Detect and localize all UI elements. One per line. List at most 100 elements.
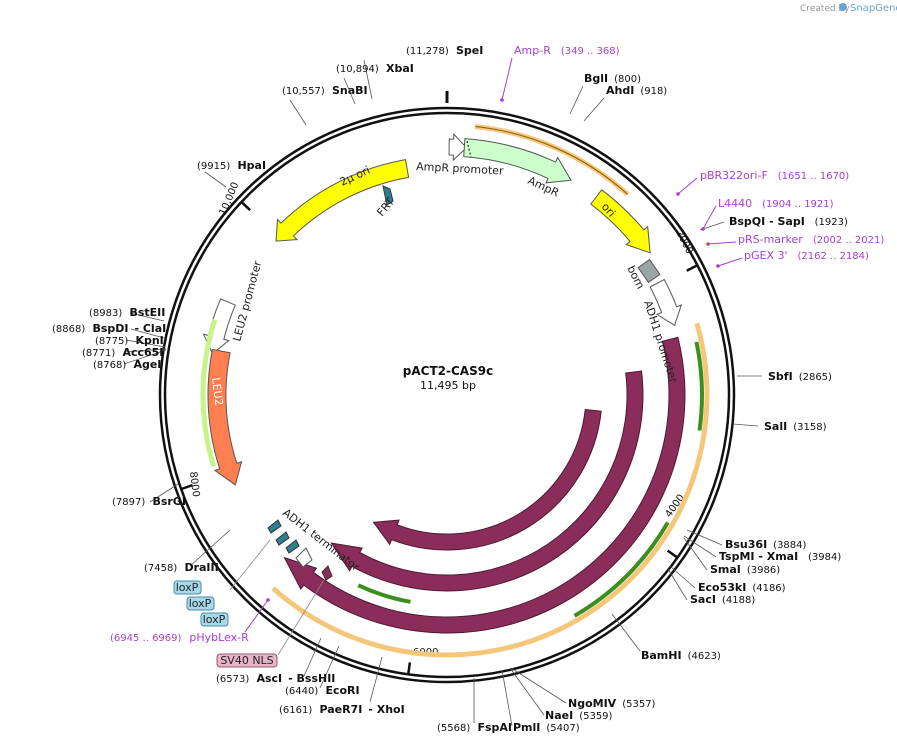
site-leader-tspmi [683,535,717,558]
adh1-promoter-arrow[interactable] [649,278,683,327]
site-label-bspqi[interactable]: BspQI - SapI (1923) [729,215,848,228]
sv40-nls-box[interactable]: SV40 NLS [216,653,278,668]
site-leader-eco53ki [669,565,696,589]
site-label-acc65i[interactable]: (8771) Acc65I [82,346,163,359]
site-label-bsu36i[interactable]: Bsu36I(3884) [725,538,807,551]
site-label-xbai[interactable]: (10,894) XbaI [336,62,414,75]
ampr-promoter-arrow[interactable] [448,132,468,162]
site-leader-sali [732,423,759,427]
backbone-inner [163,111,731,679]
site-label-sbfi[interactable]: SbfI(2865) [768,370,832,383]
sv40-leader [277,579,325,656]
ampr-arrow[interactable] [463,138,572,184]
site-label-snabi[interactable]: (10,557) SnaBI [282,84,368,97]
loxp-box-2[interactable]: loxP [186,596,215,611]
sv40-nls-marker[interactable] [321,565,333,581]
primer-marker-pbr322 [676,192,680,196]
site-leader-draiii [189,529,231,567]
ori-arrow[interactable] [590,189,651,254]
site-leader-pmli [501,669,513,727]
credit-prefix: Created by [800,4,850,14]
cas9-arrow-inner[interactable] [372,408,602,551]
tick-mark [686,264,698,272]
site-label-agei[interactable]: (8768) AgeI [93,358,161,371]
site-label-pmli[interactable]: PmlI(5407) [513,721,580,734]
primer-label-phyblex[interactable]: (6945 .. 6969)pHybLex-R [110,631,249,644]
site-label-bspdi[interactable]: (8868) BspDI- ClaI [52,322,166,335]
site-leader-naei [509,667,545,716]
site-label-tspmi[interactable]: TspMI - XmaI (3984) [719,550,841,563]
site-leaders [123,59,762,727]
primer-leader-l4440 [702,205,717,230]
loxp-label-2: loxP [189,597,212,610]
cas9-arrow-outer[interactable] [283,336,686,634]
site-label-bgli[interactable]: BglI(800) [584,72,641,85]
snapgene-logo-icon [839,3,847,11]
site-label-hpai[interactable]: (9915) HpaI [197,159,266,172]
primer-label-l4440[interactable]: L4440(1904 .. 1921) [718,197,834,210]
plasmid-length: 11,495 bp [420,379,476,392]
site-leader-bgli [569,85,584,115]
site-label-kpni[interactable]: (8775) KpnI [95,334,164,347]
bom-box[interactable] [637,258,661,284]
tick-mark [240,201,252,212]
site-label-smai[interactable]: SmaI(3986) [710,563,780,576]
loxp-marker-3[interactable] [285,539,300,554]
site-label-saci[interactable]: SacI(4188) [690,593,755,606]
plasmid-name: pACT2-CAS9c [403,364,493,378]
site-label-asci[interactable]: (6573) AscI- BssHII [216,672,335,685]
ampr-promoter-label: AmpR promoter [416,160,504,178]
site-label-bsteii[interactable]: (8983) BstEII [89,306,165,319]
tick-mark [407,662,412,675]
tick-mark [180,483,193,491]
primer-label-prs[interactable]: pRS-marker(2002 .. 2021) [738,233,884,246]
site-label-ngomiv[interactable]: NgoMIV(5357) [568,697,656,710]
site-label-spei[interactable]: (11,278) SpeI [406,44,483,57]
frt-marker[interactable] [382,185,394,206]
site-leader-acc65i [123,348,167,353]
site-leader-ecori [319,645,340,689]
green-orf-3 [357,583,411,604]
site-leader-spei [363,59,373,100]
site-label-bamhi[interactable]: BamHI(4623) [641,649,721,662]
primer-label-pgex[interactable]: pGEX 3'(2162 .. 2184) [744,249,869,262]
backbone-outer [158,106,736,684]
site-leader-agei [123,349,167,365]
site-label-fspai[interactable]: (5568) FspAI [437,721,512,734]
site-leader-ahdi [583,97,605,122]
sv40-nls-label: SV40 NLS [220,654,273,667]
site-leader-bsu36i [686,529,723,546]
loxp-marker-1[interactable] [267,519,282,534]
primer-marker-phyblex [266,598,270,602]
leu2-promoter-label: LEU2 promoter [230,259,264,343]
site-label-draiii[interactable]: (7458) DraIII [144,561,219,574]
cas9-arrow-middle[interactable] [330,370,644,592]
loxp-marker-2[interactable] [275,531,290,546]
adh1-terminator-arrow[interactable] [295,547,313,568]
site-label-ecori[interactable]: (6440) EcoRI [285,684,360,697]
site-label-bsrgi[interactable]: (7897) BsrGI [112,495,186,508]
primer-label-pbr322[interactable]: pBR322ori-F(1651 .. 1670) [700,169,849,182]
site-label-naei[interactable]: NaeI(5359) [545,709,613,722]
leu2-arrow[interactable] [207,348,243,486]
site-label-sali[interactable]: SalI(3158) [764,420,827,433]
primer-marker-ampr [500,98,504,102]
primer-leader-phyblex [244,599,269,633]
loxp-box-1[interactable]: loxP [173,580,202,595]
loxp-box-3[interactable]: loxP [200,612,229,627]
site-label-ahdi[interactable]: AhdI(918) [606,84,667,97]
site-leader-asci [303,637,322,677]
site-label-paer7i[interactable]: (6161) PaeR7I- XhoI [279,703,405,716]
primer-leader-prs [707,241,737,245]
site-leader-snabi [289,99,307,126]
tick-mark [666,549,679,559]
primer-label-ampr[interactable]: Amp-R(349 .. 368) [514,44,620,57]
site-label-eco53ki[interactable]: Eco53kI(4186) [698,581,786,594]
two-micron-ori-arrow[interactable] [275,159,410,242]
primer-marker-pgex [716,264,720,268]
site-leader-bsrgi [149,483,179,503]
features [200,124,710,658]
site-labels: (11,278) SpeI (10,894) XbaI (10,557) SnaBI… [52,44,848,734]
credit-brand: SnapGene [850,3,897,14]
